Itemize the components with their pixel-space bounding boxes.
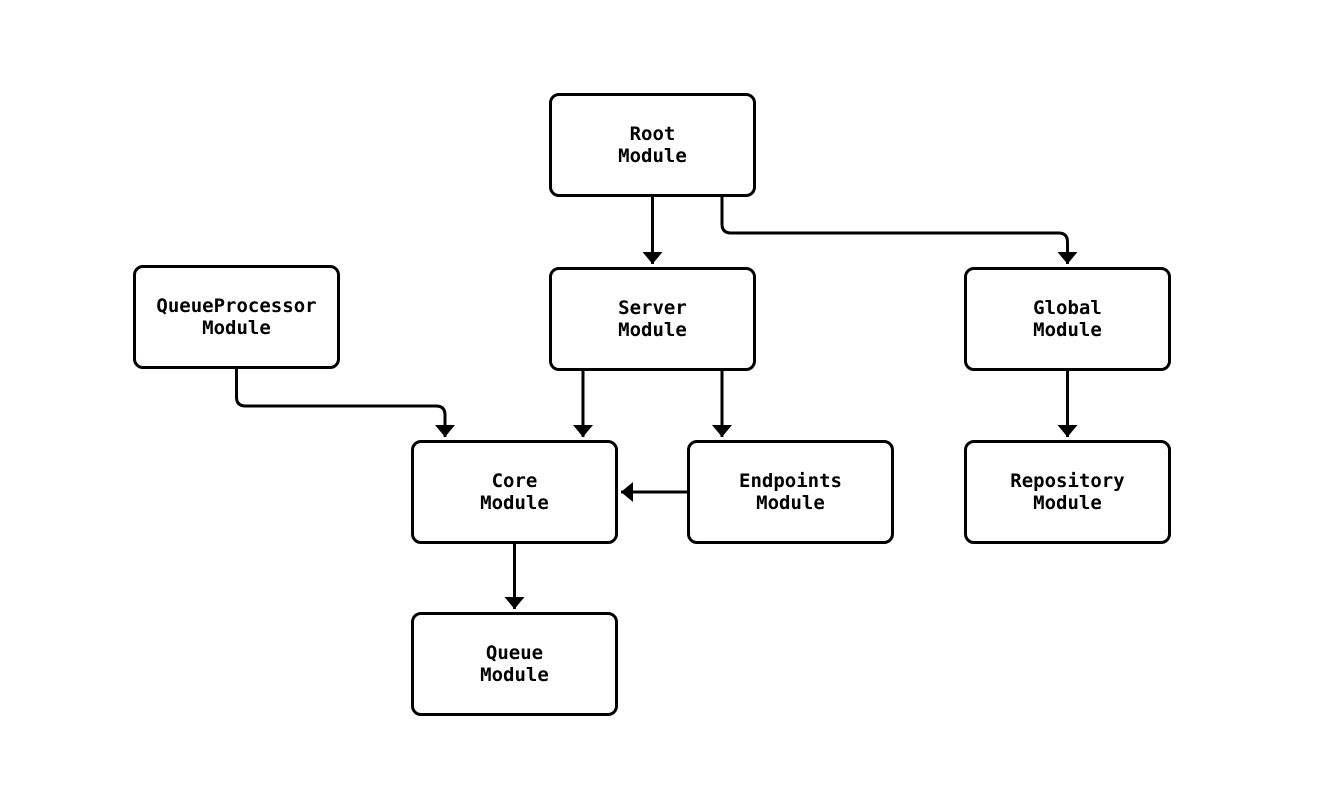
node-name: Server	[618, 297, 687, 319]
node-type: Module	[1033, 319, 1102, 341]
edge-queueprocessor-to-core	[235, 369, 455, 437]
edge-root-to-global	[720, 197, 1078, 264]
node-name: Repository	[1010, 470, 1125, 492]
node-name: Global	[1033, 297, 1102, 319]
node-name: QueueProcessor	[156, 295, 317, 317]
node-global-module: Global Module	[964, 267, 1171, 371]
node-type: Module	[618, 145, 687, 167]
node-repository-module: Repository Module	[964, 440, 1171, 544]
node-type: Module	[756, 492, 825, 514]
node-queue-module: Queue Module	[411, 612, 618, 716]
node-root-module: Root Module	[549, 93, 756, 197]
node-queueprocessor-module: QueueProcessor Module	[133, 265, 340, 369]
node-core-module: Core Module	[411, 440, 618, 544]
node-endpoints-module: Endpoints Module	[687, 440, 894, 544]
node-type: Module	[202, 317, 271, 339]
node-server-module: Server Module	[549, 267, 756, 371]
node-type: Module	[618, 319, 687, 341]
node-name: Core	[491, 470, 538, 492]
node-type: Module	[480, 664, 549, 686]
node-type: Module	[480, 492, 549, 514]
node-name: Queue	[485, 642, 544, 664]
node-type: Module	[1033, 492, 1102, 514]
node-name: Endpoints	[739, 470, 842, 492]
node-name: Root	[629, 123, 676, 145]
